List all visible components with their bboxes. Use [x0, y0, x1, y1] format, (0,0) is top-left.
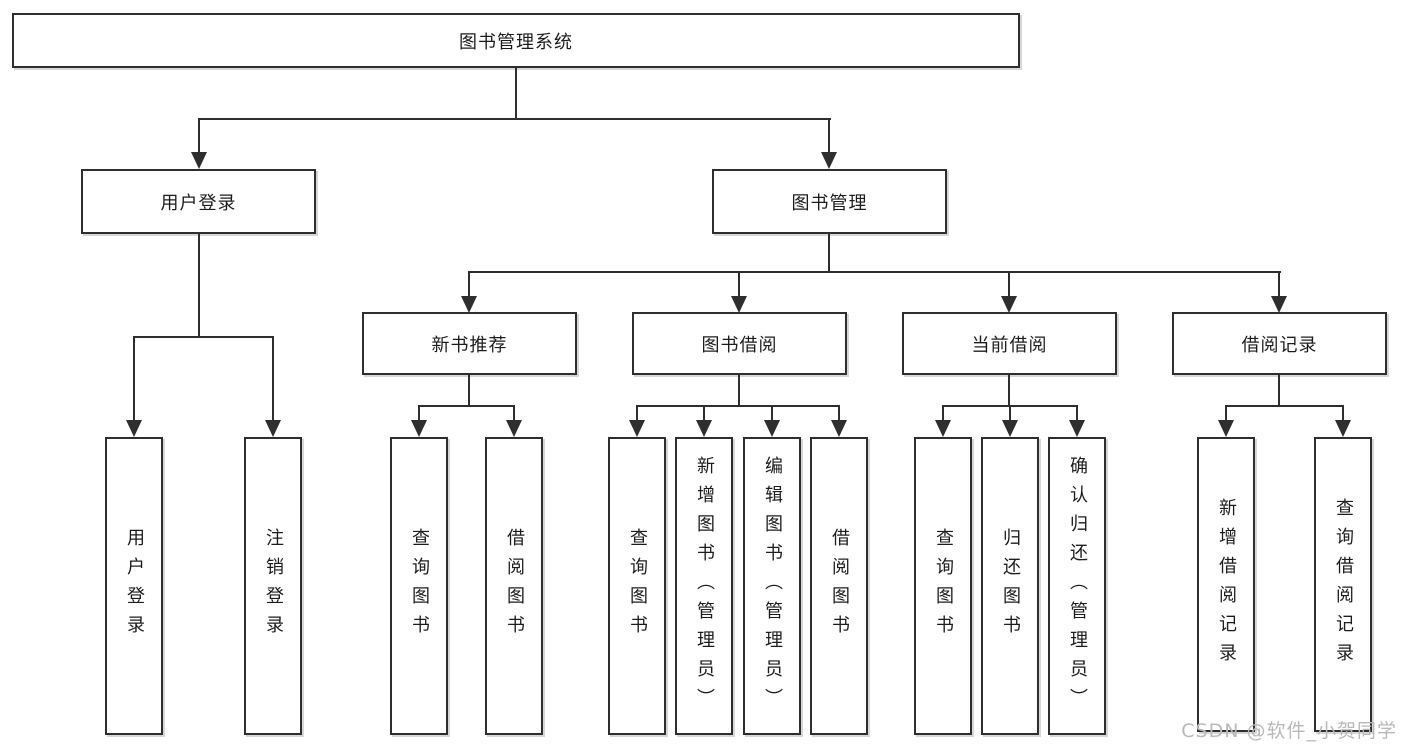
- node-leaf-edit-books-admin: 编辑图书（管理员）: [743, 437, 801, 735]
- connector-drop: [1342, 405, 1344, 421]
- connector-current-stem: [1008, 375, 1010, 405]
- connector-drop-borrow-records: [1278, 271, 1280, 296]
- connector-drop: [636, 405, 638, 421]
- node-library-management-system: 图书管理系统: [12, 13, 1020, 68]
- connector-drop-book-borrow: [738, 271, 740, 296]
- connector-records-stem: [1278, 375, 1280, 405]
- connector-recommend-stem: [468, 375, 470, 405]
- connector-drop-logout-leaf: [272, 336, 274, 420]
- connector-borrow-stem: [738, 375, 740, 405]
- node-user-login: 用户登录: [81, 169, 316, 234]
- connector-root-hline: [198, 118, 831, 120]
- arrow-down-icon: [1271, 296, 1287, 313]
- arrow-down-icon: [1002, 420, 1018, 437]
- node-leaf-return-books: 归还图书: [981, 437, 1039, 735]
- connector-drop: [1009, 405, 1011, 421]
- connector-drop-new-book: [468, 271, 470, 296]
- connector-drop-book-management: [828, 118, 830, 152]
- node-leaf-add-borrow-record: 新增借阅记录: [1197, 437, 1255, 732]
- node-leaf-user-login: 用户登录: [105, 437, 163, 735]
- node-borrow-records: 借阅记录: [1172, 312, 1387, 375]
- node-leaf-current-query-books: 查询图书: [914, 437, 972, 735]
- arrow-down-icon: [1069, 420, 1085, 437]
- arrow-down-icon: [461, 296, 477, 313]
- connector-book-mgmt-hline: [468, 271, 1281, 273]
- node-book-management: 图书管理: [712, 169, 947, 234]
- connector-drop: [418, 405, 420, 421]
- connector-drop-user-login: [198, 118, 200, 152]
- connector-records-hline: [1225, 405, 1344, 407]
- connector-borrow-hline: [636, 405, 840, 407]
- node-leaf-query-borrow-record: 查询借阅记录: [1314, 437, 1372, 732]
- arrow-down-icon: [191, 152, 207, 169]
- connector-drop-current-borrow: [1008, 271, 1010, 296]
- arrow-down-icon: [1335, 420, 1351, 437]
- node-leaf-add-books-admin: 新增图书（管理员）: [675, 437, 733, 735]
- node-book-borrow: 图书借阅: [632, 312, 847, 375]
- connector-drop: [513, 405, 515, 421]
- connector-user-login-hline: [133, 336, 274, 338]
- arrow-down-icon: [126, 420, 142, 437]
- connector-root-stem: [515, 68, 517, 118]
- node-current-borrow: 当前借阅: [902, 312, 1117, 375]
- connector-book-mgmt-stem: [828, 234, 830, 271]
- connector-drop: [1225, 405, 1227, 421]
- arrow-down-icon: [764, 420, 780, 437]
- node-new-book-recommend: 新书推荐: [362, 312, 577, 375]
- csdn-watermark: CSDN @软件_小贺同学: [1181, 720, 1397, 742]
- connector-drop: [1076, 405, 1078, 421]
- connector-drop: [942, 405, 944, 421]
- arrow-down-icon: [831, 420, 847, 437]
- arrow-down-icon: [1001, 296, 1017, 313]
- connector-drop: [838, 405, 840, 421]
- connector-user-login-stem: [198, 234, 200, 336]
- connector-drop: [703, 405, 705, 421]
- node-leaf-borrow-books: 借阅图书: [810, 437, 868, 735]
- node-leaf-logout: 注销登录: [244, 437, 302, 735]
- arrow-down-icon: [935, 420, 951, 437]
- connector-drop-login-leaf: [133, 336, 135, 420]
- arrow-down-icon: [629, 420, 645, 437]
- arrow-down-icon: [506, 420, 522, 437]
- node-leaf-recommend-query-books: 查询图书: [390, 437, 448, 735]
- node-leaf-recommend-borrow-books: 借阅图书: [485, 437, 543, 735]
- node-leaf-confirm-return-admin: 确认归还（管理员）: [1048, 437, 1106, 735]
- arrow-down-icon: [696, 420, 712, 437]
- arrow-down-icon: [1218, 420, 1234, 437]
- arrow-down-icon: [821, 152, 837, 169]
- connector-recommend-hline: [418, 405, 515, 407]
- connector-drop: [771, 405, 773, 421]
- node-leaf-borrow-query-books: 查询图书: [608, 437, 666, 735]
- arrow-down-icon: [265, 420, 281, 437]
- arrow-down-icon: [731, 296, 747, 313]
- arrow-down-icon: [411, 420, 427, 437]
